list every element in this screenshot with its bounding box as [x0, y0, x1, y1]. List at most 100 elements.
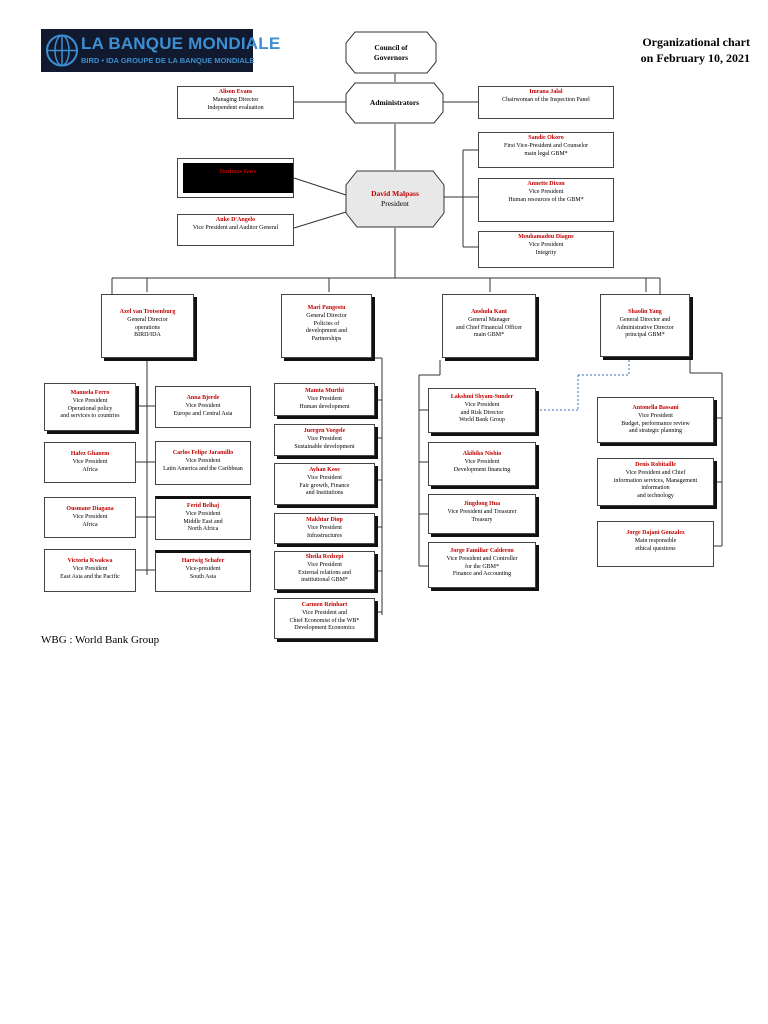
person-title: Vice President Europe and Central Asia [173, 402, 233, 417]
person-name: Mari Pangestu [307, 305, 346, 311]
col1-left-box-4: Victoria Kwakwa Vice President East Asia… [44, 549, 136, 592]
person-name: Shaolin Yang [628, 309, 662, 315]
person-name: Sheila Redzepi [305, 554, 344, 560]
person-title: Vice President Sustainable development [294, 435, 355, 450]
person-name: Jorge Dajani Gonzalez [626, 530, 685, 536]
person-name: Jingdong Hua [463, 501, 501, 507]
person-name: Dorimus Gors [219, 169, 257, 175]
col2-box-2: Juergen Voegele Vice President Sustainab… [274, 424, 375, 456]
world-bank-logo: LA BANQUE MONDIALE BIRD • IDA GROUPE DE … [41, 29, 280, 72]
president-title: President [381, 199, 409, 208]
col1-left-box-2: Hafez Ghanem Vice President Africa [44, 442, 136, 483]
person-title: General Manager and Chief Financial Offi… [455, 316, 523, 339]
person-title: Vice President Latin America and the Car… [163, 457, 243, 472]
col2-box-3: Ayhan Kose Vice President Fair growth, F… [274, 463, 375, 505]
person-name: Annette Dixon [527, 181, 565, 187]
person-title: General Director and Administrative Dire… [616, 316, 674, 339]
person-title: Vice President Integrity [528, 241, 564, 256]
logo-tagline: BIRD • IDA GROUPE DE LA BANQUE MONDIALE [81, 56, 255, 65]
col3-box-3: Jingdong Hua Vice President and Treasure… [428, 494, 536, 534]
administrators-label: Administrators [369, 98, 420, 108]
col4-box-3: Jorge Dajani Gonzalez Main responsible e… [597, 521, 714, 567]
person-name: Hartwig Schafer [181, 558, 225, 564]
person-title: Vice President Budget, performance revie… [621, 412, 690, 435]
logo-name: LA BANQUE MONDIALE [81, 34, 281, 53]
col2-box-1: Mamta Murthi Vice President Human develo… [274, 383, 375, 416]
person-title: Chairwoman of the Inspection Panel [502, 96, 590, 103]
col3-box-2: Akihiko Nishio Vice President Developmen… [428, 442, 536, 486]
person-title: Main responsible ethical questions [634, 537, 677, 552]
person-name: Makhtar Diop [306, 517, 343, 523]
person-title: Vice President Human resources of the GB… [508, 188, 584, 203]
right-box-4: Mouhamadou Diagne Vice President Integri… [478, 231, 614, 268]
person-title: Vice President Fair growth, Finance and … [299, 474, 350, 497]
col1-left-box-1: Manuela Ferro Vice President Operational… [44, 383, 136, 431]
person-title: Vice President and Risk Director World B… [459, 401, 505, 424]
administrators: Administrators [345, 82, 444, 124]
person-name: Carmen Reinhart [301, 602, 348, 608]
person-name: Ousmane Diagana [66, 506, 114, 512]
person-title: Vice President and Auditor General [192, 224, 279, 231]
person-title: Vice President East Asia and the Pacific [60, 565, 120, 580]
col4-box-1: Antonella Bassani Vice President Budget,… [597, 397, 714, 443]
person-name: Denis Robitaille [635, 462, 676, 468]
globe-icon [46, 34, 78, 67]
person-title: Vice President Infrastructures [307, 524, 342, 539]
col2-box-6: Carmen Reinhart Vice President and Chief… [274, 598, 375, 639]
person-name: Juergen Voegele [303, 428, 346, 434]
col1-left-box-3: Ousmane Diagana Vice President Africa [44, 497, 136, 538]
person-title: General Director operations BIRD/IDA [127, 316, 168, 339]
person-title: Vice President External relations and in… [298, 561, 351, 584]
right-box-3: Annette Dixon Vice President Human resou… [478, 178, 614, 222]
person-name: Sandie Okoro [528, 135, 564, 141]
person-name: Anke D'Angelo [215, 217, 256, 223]
council-of-governors: Council of Governors [345, 31, 437, 74]
person-name: Ferid Belhaj [186, 503, 220, 509]
redacted-box: Dorimus Gors [183, 163, 293, 193]
person-title: Vice-president South Asia [185, 565, 221, 580]
person-name: Victoria Kwakwa [67, 558, 113, 564]
person-name: Antonella Bassani [632, 405, 679, 411]
person-name: Mamta Murthi [305, 388, 344, 394]
person-name: Jorge Familiar Calderon [450, 548, 514, 554]
council-label: Council of Governors [373, 42, 409, 62]
person-name: Hafez Ghanem [70, 451, 110, 457]
person-name: Carlos Felipe Jaramillo [172, 450, 234, 456]
person-title: Vice President and Chief Economist of th… [289, 609, 360, 632]
person-name: Anna Bjerde [186, 395, 220, 401]
director-box-1: Axel van Trotsenburg General Director op… [101, 294, 194, 358]
person-name: Akihiko Nishio [462, 451, 502, 457]
president-box: David Malpass President [345, 170, 445, 228]
person-title: Vice President and Chief information ser… [613, 469, 698, 500]
col3-box-4: Jorge Familiar Calderon Vice President a… [428, 542, 536, 588]
person-name: Anshula Kant [471, 309, 507, 315]
director-box-4: Shaolin Yang General Director and Admini… [600, 294, 690, 357]
col1-right-box-4: Hartwig Schafer Vice-president South Asi… [155, 550, 251, 592]
col2-box-4: Makhtar Diop Vice President Infrastructu… [274, 513, 375, 544]
col4-box-2: Denis Robitaille Vice President and Chie… [597, 458, 714, 506]
col2-box-5: Sheila Redzepi Vice President External r… [274, 551, 375, 590]
person-title: First Vice-President and Counselor main … [503, 142, 589, 157]
person-name: Alison Evans [218, 89, 253, 95]
chart-heading: Organizational chart on February 10, 202… [600, 35, 750, 66]
person-title: Managing Director Independent evaluation [207, 96, 264, 111]
left-box-3: Anke D'Angelo Vice President and Auditor… [177, 214, 294, 246]
person-name: Mouhamadou Diagne [518, 234, 574, 240]
director-box-2: Mari Pangestu General Director Policies … [281, 294, 372, 358]
right-box-2: Sandie Okoro First Vice-President and Co… [478, 132, 614, 168]
footnote: WBG : World Bank Group [41, 634, 160, 646]
person-name: Axel van Trotsenburg [119, 309, 176, 315]
director-box-3: Anshula Kant General Manager and Chief F… [442, 294, 536, 358]
person-title: Vice President Africa [72, 513, 108, 528]
person-name: Imrana Jalal [529, 89, 563, 95]
person-title: Vice President and Controller for the GB… [446, 555, 518, 578]
left-box-2: Dorimus Gors [177, 158, 294, 198]
heading-line-2: on February 10, 2021 [640, 50, 750, 65]
person-title: Vice President Human development [299, 395, 350, 410]
person-title: Vice President Operational policy and se… [60, 397, 120, 420]
person-title: General Director Policies of development… [305, 312, 348, 343]
person-title: Vice President Middle East and North Afr… [183, 510, 223, 533]
col1-right-box-3: Ferid Belhaj Vice President Middle East … [155, 496, 251, 540]
col1-right-box-1: Anna Bjerde Vice President Europe and Ce… [155, 386, 251, 428]
